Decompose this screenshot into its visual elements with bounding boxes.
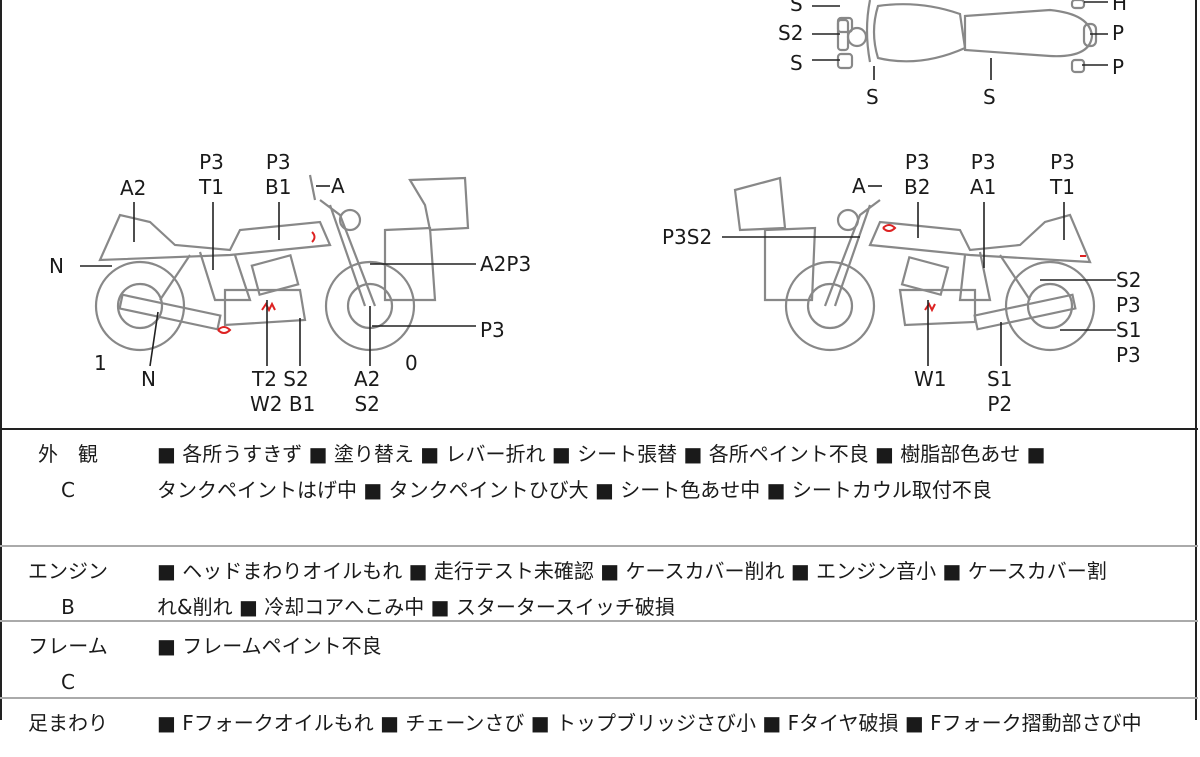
finding-line: ■ フレームペイント不良 — [157, 634, 382, 658]
category-label: エンジン — [28, 559, 108, 583]
label-s1: S1 — [987, 367, 1013, 391]
category-cell: エンジン B — [20, 553, 116, 625]
grade-label: C — [61, 478, 75, 502]
findings: ■ Fフォークオイルもれ ■ チェーンさび ■ トップブリッジさび小 ■ Fタイ… — [157, 699, 1198, 741]
label-p3: P3 — [904, 150, 930, 174]
label-a1: A1 — [970, 175, 997, 199]
label-right-w1: W1 — [914, 367, 947, 391]
finding-line: ■ 各所うすきず ■ 塗り替え ■ レバー折れ ■ シート張替 ■ 各所ペイント… — [157, 442, 1046, 466]
label-s2: S2 — [354, 392, 380, 416]
label-p3: P3 — [970, 150, 996, 174]
category-cell: フレーム C — [20, 628, 116, 700]
findings: ■ フレームペイント不良 — [157, 622, 1198, 664]
label-b1: B1 — [265, 175, 292, 199]
label-t1: T1 — [1050, 175, 1075, 199]
finding-line: れ&削れ ■ 冷却コアへこみ中 ■ スタータースイッチ破損 — [157, 595, 675, 619]
label-left-1: 1 — [94, 351, 107, 375]
label-top-h: H — [1112, 0, 1128, 15]
category-cell: 足まわり — [20, 705, 116, 741]
label-s2: S2 — [1116, 268, 1142, 292]
finding-line: ■ Fフォークオイルもれ ■ チェーンさび ■ トップブリッジさび小 ■ Fタイ… — [157, 711, 1142, 735]
label-p3: P3 — [1116, 343, 1141, 367]
label-p3: P3 — [265, 150, 291, 174]
label-a2: A2 — [354, 367, 381, 391]
label-p3: P3 — [1116, 293, 1141, 317]
label-left-w2b1: W2 B1 — [250, 392, 316, 416]
sheet-frame — [0, 0, 1197, 720]
findings: ■ ヘッドまわりオイルもれ ■ 走行テスト未確認 ■ ケースカバー削れ ■ エン… — [157, 547, 1198, 625]
label-top-p-lower: P — [1112, 55, 1125, 79]
label-top-s2: S2 — [778, 21, 804, 45]
table-row-engine: エンジン B ■ ヘッドまわりオイルもれ ■ 走行テスト未確認 ■ ケースカバー削… — [0, 545, 1198, 620]
label-p2: P2 — [987, 392, 1013, 416]
left-view-bike — [80, 174, 476, 367]
label-b2: B2 — [904, 175, 931, 199]
grade-label: C — [61, 670, 75, 694]
label-p3: P3 — [199, 150, 224, 174]
table-row-frame: フレーム C ■ フレームペイント不良 — [0, 620, 1198, 697]
label-p3: P3 — [1050, 150, 1075, 174]
label-left-p3-front: P3 — [480, 318, 505, 342]
label-top-p-mid: P — [1112, 21, 1125, 45]
table-row-suspension: 足まわり ■ Fフォークオイルもれ ■ チェーンさび ■ トップブリッジさび小 … — [0, 697, 1198, 757]
finding-line: タンクペイントはげ中 ■ タンクペイントひび大 ■ シート色あせ中 ■ シートカ… — [157, 478, 992, 502]
label-right-a: A — [852, 174, 866, 198]
finding-line: ■ ヘッドまわりオイルもれ ■ 走行テスト未確認 ■ ケースカバー削れ ■ エン… — [157, 559, 1107, 583]
findings: ■ 各所うすきず ■ 塗り替え ■ レバー折れ ■ シート張替 ■ 各所ペイント… — [157, 430, 1198, 508]
table-row-exterior: 外 観 C ■ 各所うすきず ■ 塗り替え ■ レバー折れ ■ シート張替 ■ 各… — [0, 428, 1198, 545]
label-top-s-front-lower: S — [790, 51, 803, 75]
label-left-a2p3: A2P3 — [480, 252, 532, 276]
label-left-n: N — [49, 254, 64, 278]
top-view-bike — [812, 0, 1108, 80]
label-left-a2: A2 — [120, 176, 147, 200]
inspection-table: 外 観 C ■ 各所うすきず ■ 塗り替え ■ レバー折れ ■ シート張替 ■ 各… — [0, 428, 1198, 757]
motorcycle-drawings — [80, 0, 1116, 367]
category-label: 足まわり — [28, 711, 108, 735]
category-label: 外 観 — [38, 442, 98, 466]
label-left-0: 0 — [405, 351, 418, 375]
label-top-s-fork: S — [866, 85, 879, 109]
label-left-n-muffler: N — [141, 367, 156, 391]
grade-label: B — [61, 595, 75, 619]
label-top-s-front-upper: S — [790, 0, 803, 16]
label-s1: S1 — [1116, 318, 1142, 342]
label-top-s-center: S — [983, 85, 996, 109]
label-t1: T1 — [199, 175, 224, 199]
label-left-t2s2: T2 S2 — [252, 367, 309, 391]
label-right-p3s2: P3S2 — [662, 225, 713, 249]
category-label: フレーム — [28, 634, 108, 658]
category-cell: 外 観 C — [20, 436, 116, 508]
right-view-bike — [722, 176, 1116, 366]
label-left-a: A — [331, 174, 345, 198]
